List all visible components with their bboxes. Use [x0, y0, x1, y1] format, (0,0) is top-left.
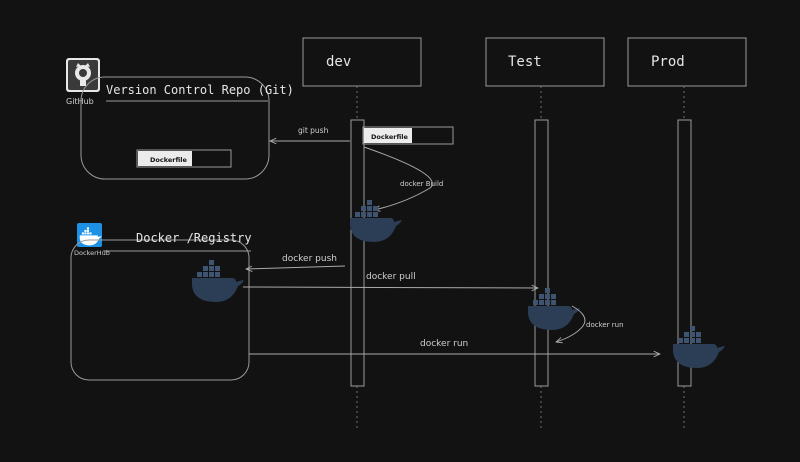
docker-registry: Docker /Registry: [70, 231, 252, 381]
arrow-docker-run-prod: docker run: [249, 339, 660, 354]
stage-prod-label: Prod: [651, 54, 685, 70]
arrow-docker-pull: docker pull: [242, 272, 538, 288]
git-push-label: git push: [298, 126, 329, 135]
github-octocat-icon: [75, 63, 91, 86]
version-control-repo: Version Control Repo (Git) Dockerfile: [80, 76, 294, 180]
docker-push-label: docker push: [282, 254, 337, 264]
docker-run-prod-label: docker run: [420, 339, 468, 349]
docker-run-test-label: docker run: [586, 321, 624, 329]
stage-dev: dev: [302, 37, 422, 87]
lifelines: [356, 86, 685, 428]
arrow-docker-push: docker push: [246, 254, 346, 269]
docker-build-label: docker Build: [400, 180, 443, 188]
dev-dockerfile-label: Dockerfile: [371, 133, 409, 141]
stage-dev-label: dev: [326, 54, 351, 70]
arrow-docker-build: docker Build: [363, 146, 443, 210]
github-logo: GitHub: [66, 58, 100, 106]
activation-test: [534, 119, 549, 387]
docker-pull-label: docker pull: [366, 272, 416, 282]
dev-dockerfile: Dockerfile: [362, 126, 454, 145]
repo-dockerfile: Dockerfile: [136, 149, 232, 168]
registry-title: Docker /Registry: [136, 231, 252, 245]
activation-dev: [350, 119, 365, 387]
stage-test-label: Test: [508, 54, 542, 70]
activation-prod: [677, 119, 692, 387]
repo-dockerfile-label: Dockerfile: [150, 156, 188, 164]
github-logo-label: GitHub: [66, 97, 94, 106]
dockerhub-logo-label: DockerHub: [74, 249, 110, 257]
stage-test: Test: [485, 37, 605, 87]
repo-title: Version Control Repo (Git): [106, 83, 294, 97]
arrow-git-push: git push: [270, 126, 350, 141]
registry-docker-image-icon: [192, 260, 244, 302]
arrow-docker-run-test: docker run: [556, 305, 624, 342]
stage-prod: Prod: [627, 37, 747, 87]
